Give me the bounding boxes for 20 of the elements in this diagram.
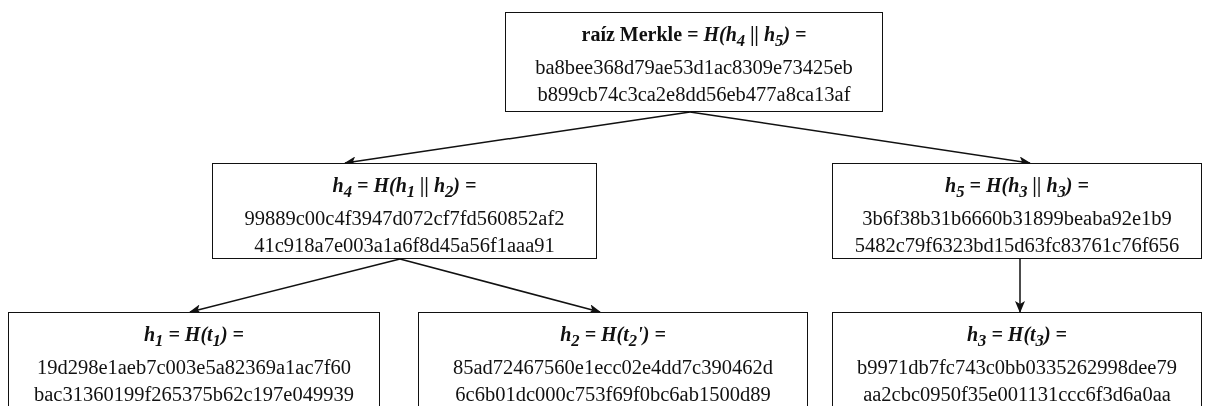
hash-formula: h$_{2}$ = H(t$_{2}$') = [560, 322, 666, 352]
hash-value: 99889c00c4f3947d072cf7fd560852af2 41c918a7e003a1a6f8d45a56f1aaa91 [243, 206, 566, 258]
hash-value: 3b6f38b31b6660b31899beaba92e1b9 5482c79f6323bd15d63fc83761c76f656 [853, 206, 1181, 258]
hash-box [832, 163, 1202, 259]
hash-formula: raíz Merkle = H(h$_{4}$ || h$_{5}$) = [581, 22, 807, 52]
arrow [399, 258, 601, 314]
hash-box [8, 312, 380, 406]
hash-box [832, 312, 1202, 406]
hash-value: 85ad72467560e1ecc02e4dd7c390462d 6c6b01dc000c753f69f0bc6ab1500d89 [452, 355, 774, 406]
hash-value: ba8bee368d79ae53d1ac8309e73425eb b899cb74c3ca2e8dd56eb477a8ca13af [534, 55, 854, 107]
arrow [1015, 258, 1025, 313]
hash-value: b9971db7fc743c0bb0335262998dee79 aa2cbc0950f35e001131ccc6f3d6a0aa [856, 355, 1178, 406]
hash-value: 19d298e1aeb7c003e5a82369a1ac7f60 bac31360199f265375b62c197e049939 [33, 355, 355, 406]
hash-formula: h$_{4}$ = H(h$_{1}$ || h$_{2}$) = [332, 173, 477, 203]
hash-formula: h$_{1}$ = H(t$_{1}$) = [144, 322, 244, 352]
hash-box [418, 312, 808, 406]
hash-box [212, 163, 597, 259]
hash-formula: h$_{3}$ = H(t$_{3}$) = [967, 322, 1067, 352]
hash-formula: h$_{5}$ = H(h$_{3}$ || h$_{3}$) = [945, 173, 1089, 203]
hash-box [505, 12, 883, 112]
